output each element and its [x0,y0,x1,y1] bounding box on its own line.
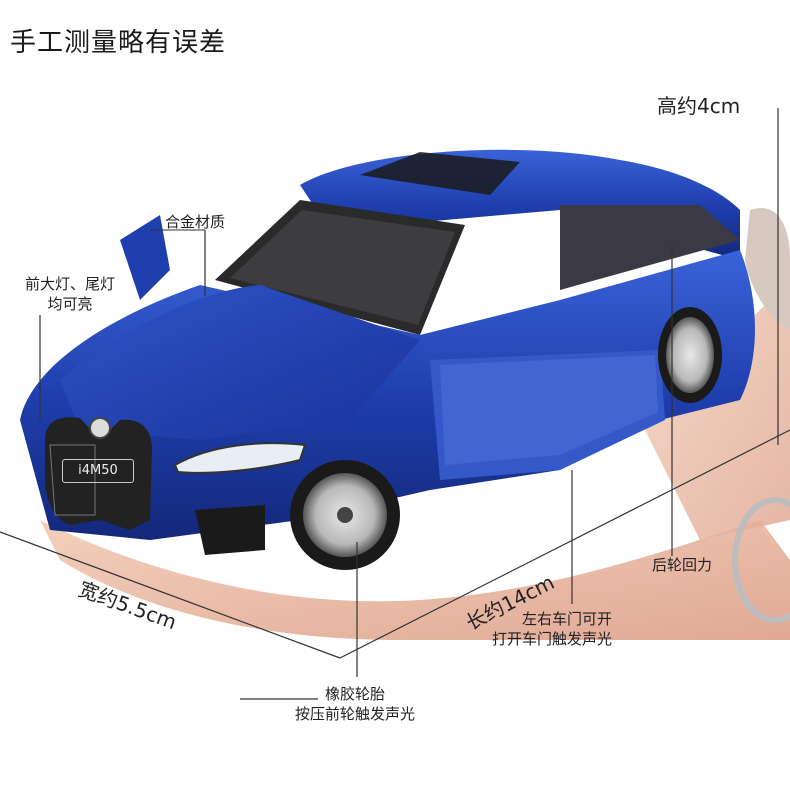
doors-callout: 左右车门可开 打开车门触发声光 [492,609,613,649]
doors-callout-line1: 左右车门可开 [522,610,613,628]
tires-callout-line2: 按压前轮触发声光 [294,705,415,723]
car-model-image [20,149,755,570]
lights-callout-line2: 均可亮 [47,295,93,313]
tires-callout-line1: 橡胶轮胎 [324,685,385,703]
pullback-callout: 后轮回力 [652,556,713,574]
tires-callout: 橡胶轮胎 按压前轮触发声光 [270,684,440,724]
plush-image [745,208,790,330]
doors-callout-line2: 打开车门触发声光 [492,630,613,648]
height-label: 高约4cm [657,94,741,118]
title-text: 手工测量略有误差 [10,28,227,58]
length-dimension-line [339,429,790,659]
alloy-callout: 合金材质 [165,213,226,231]
license-plate: i4M50 [62,459,134,483]
lights-callout-line1: 前大灯、尾灯 [24,275,115,293]
hand-image [40,520,790,640]
lights-callout: 前大灯、尾灯 均可亮 [4,274,136,314]
width-dimension-line [0,531,341,659]
keyring-image [732,497,790,623]
